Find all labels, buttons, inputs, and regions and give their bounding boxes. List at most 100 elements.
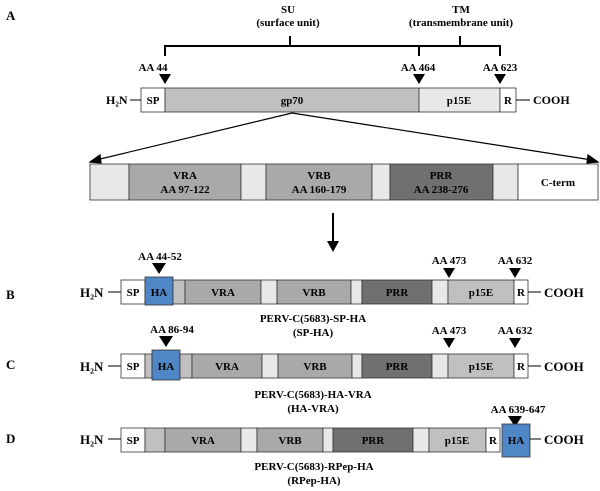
zoom-prr-label: PRR bbox=[430, 170, 454, 182]
b-segment-prr bbox=[361, 279, 433, 305]
panel-c-letter: C bbox=[6, 357, 15, 372]
d-p15e-label: p15E bbox=[445, 435, 469, 447]
panel-a-letter: A bbox=[6, 8, 16, 23]
b-vrb-label: VRB bbox=[302, 287, 326, 299]
d-segment-vra bbox=[164, 427, 242, 453]
c-caption-name: PERV-C(5683)-HA-VRA bbox=[254, 389, 371, 401]
c-segment-sp bbox=[120, 353, 146, 379]
segment-p15e bbox=[418, 87, 501, 113]
d-sp-label: SP bbox=[127, 435, 140, 447]
segment-r-label: R bbox=[504, 95, 513, 107]
d-segment-vrb bbox=[256, 427, 324, 453]
marker-arrow-aa473-c bbox=[443, 338, 455, 348]
b-spacer-1 bbox=[172, 279, 186, 305]
zoom-vra bbox=[128, 163, 242, 201]
c-n-terminus-label: H₂N bbox=[80, 359, 104, 374]
marker-label-aa632-c: AA 632 bbox=[498, 325, 533, 337]
segment-p15e-label: p15E bbox=[447, 95, 471, 107]
tm-subtitle: (transmembrane unit) bbox=[409, 17, 514, 29]
c-spacer-0 bbox=[144, 353, 153, 379]
c-terminus-label: COOH bbox=[533, 93, 570, 107]
segment-gp70 bbox=[164, 87, 420, 113]
zoom-vrb bbox=[265, 163, 373, 201]
marker-arrow-aa44 bbox=[159, 74, 171, 84]
gp70-expanded-bar bbox=[89, 163, 599, 201]
b-spacer-3 bbox=[350, 279, 363, 305]
zoom-c-term-label: C-term bbox=[541, 177, 575, 189]
marker-arrow-aa623 bbox=[494, 74, 506, 84]
marker-arrow-aa86-94 bbox=[159, 336, 173, 347]
d-segment-ha bbox=[501, 423, 531, 458]
b-c-terminus-label: COOH bbox=[544, 285, 584, 300]
down-arrow bbox=[327, 213, 339, 252]
zoom-vrb-label: VRB bbox=[307, 170, 331, 182]
protein-bar-c bbox=[120, 349, 529, 381]
zoom-prr-range: AA 238-276 bbox=[414, 184, 469, 196]
c-c-terminus-label: COOH bbox=[544, 359, 584, 374]
zoom-c-term bbox=[517, 163, 599, 201]
tm-title: TM bbox=[452, 4, 470, 16]
marker-label-aa632-b: AA 632 bbox=[498, 255, 533, 267]
d-vra-label: VRA bbox=[191, 435, 215, 447]
marker-arrow-aa632-c bbox=[509, 338, 521, 348]
c-vra-label: VRA bbox=[215, 361, 239, 373]
c-vrb-label: VRB bbox=[303, 361, 327, 373]
d-ha-label: HA bbox=[508, 435, 525, 447]
zoom-spacer-2 bbox=[371, 163, 391, 201]
marker-label-aa473-c: AA 473 bbox=[432, 325, 467, 337]
protein-bar-a bbox=[140, 87, 517, 113]
c-prr-label: PRR bbox=[386, 361, 410, 373]
zoom-lines bbox=[88, 112, 600, 164]
d-spacer-2 bbox=[240, 427, 258, 453]
marker-arrow-aa632-b bbox=[509, 268, 521, 278]
zoom-spacer-3 bbox=[492, 163, 519, 201]
b-ha-label: HA bbox=[151, 287, 168, 299]
d-vrb-label: VRB bbox=[278, 435, 302, 447]
panel-b-letter: B bbox=[6, 287, 15, 302]
zoom-vra-label: VRA bbox=[173, 170, 197, 182]
zoom-vra-range: AA 97-122 bbox=[160, 184, 210, 196]
d-segment-prr bbox=[332, 427, 414, 453]
b-spacer-4 bbox=[431, 279, 449, 305]
c-p15e-label: p15E bbox=[469, 361, 493, 373]
b-segment-vrb bbox=[276, 279, 352, 305]
zoom-spacer-1 bbox=[240, 163, 267, 201]
d-r-label: R bbox=[489, 435, 498, 447]
segment-sp-label: SP bbox=[147, 95, 160, 107]
marker-label-aa639-647: AA 639-647 bbox=[491, 404, 546, 416]
c-spacer-2 bbox=[261, 353, 279, 379]
panel-d-letter: D bbox=[6, 431, 15, 446]
marker-arrow-aa464 bbox=[413, 74, 425, 84]
c-sp-label: SP bbox=[127, 361, 140, 373]
su-brace bbox=[164, 36, 420, 56]
marker-arrow-aa473-b bbox=[443, 268, 455, 278]
protein-bar-d bbox=[120, 423, 531, 458]
b-segment-vra bbox=[184, 279, 262, 305]
zoom-prr bbox=[389, 163, 494, 201]
marker-label-aa44: AA 44 bbox=[138, 62, 168, 74]
d-spacer-4 bbox=[412, 427, 430, 453]
zoom-vrb-range: AA 160-179 bbox=[292, 184, 347, 196]
marker-arrow-aa639-647 bbox=[508, 416, 522, 427]
su-title: SU bbox=[281, 4, 295, 16]
d-caption-name: PERV-C(5683)-RPep-HA bbox=[254, 461, 373, 473]
b-n-terminus-label: H₂N bbox=[80, 285, 104, 300]
b-vra-label: VRA bbox=[211, 287, 235, 299]
d-prr-label: PRR bbox=[362, 435, 386, 447]
marker-label-aa464: AA 464 bbox=[401, 62, 436, 74]
b-spacer-2 bbox=[260, 279, 278, 305]
b-sp-label: SP bbox=[127, 287, 140, 299]
c-spacer-3 bbox=[351, 353, 363, 379]
d-spacer-1 bbox=[144, 427, 166, 453]
c-spacer-4 bbox=[431, 353, 449, 379]
b-segment-p15e bbox=[447, 279, 515, 305]
marker-label-aa86-94: AA 86-94 bbox=[150, 324, 194, 336]
b-r-label: R bbox=[517, 287, 526, 299]
c-segment-prr bbox=[361, 353, 433, 379]
segment-gp70-label: gp70 bbox=[281, 95, 304, 107]
zoom-n-region bbox=[89, 163, 130, 201]
marker-arrow-aa44-52 bbox=[152, 263, 166, 274]
marker-label-aa44-52: AA 44-52 bbox=[138, 251, 182, 263]
b-caption-abbrev: (SP-HA) bbox=[293, 327, 334, 339]
